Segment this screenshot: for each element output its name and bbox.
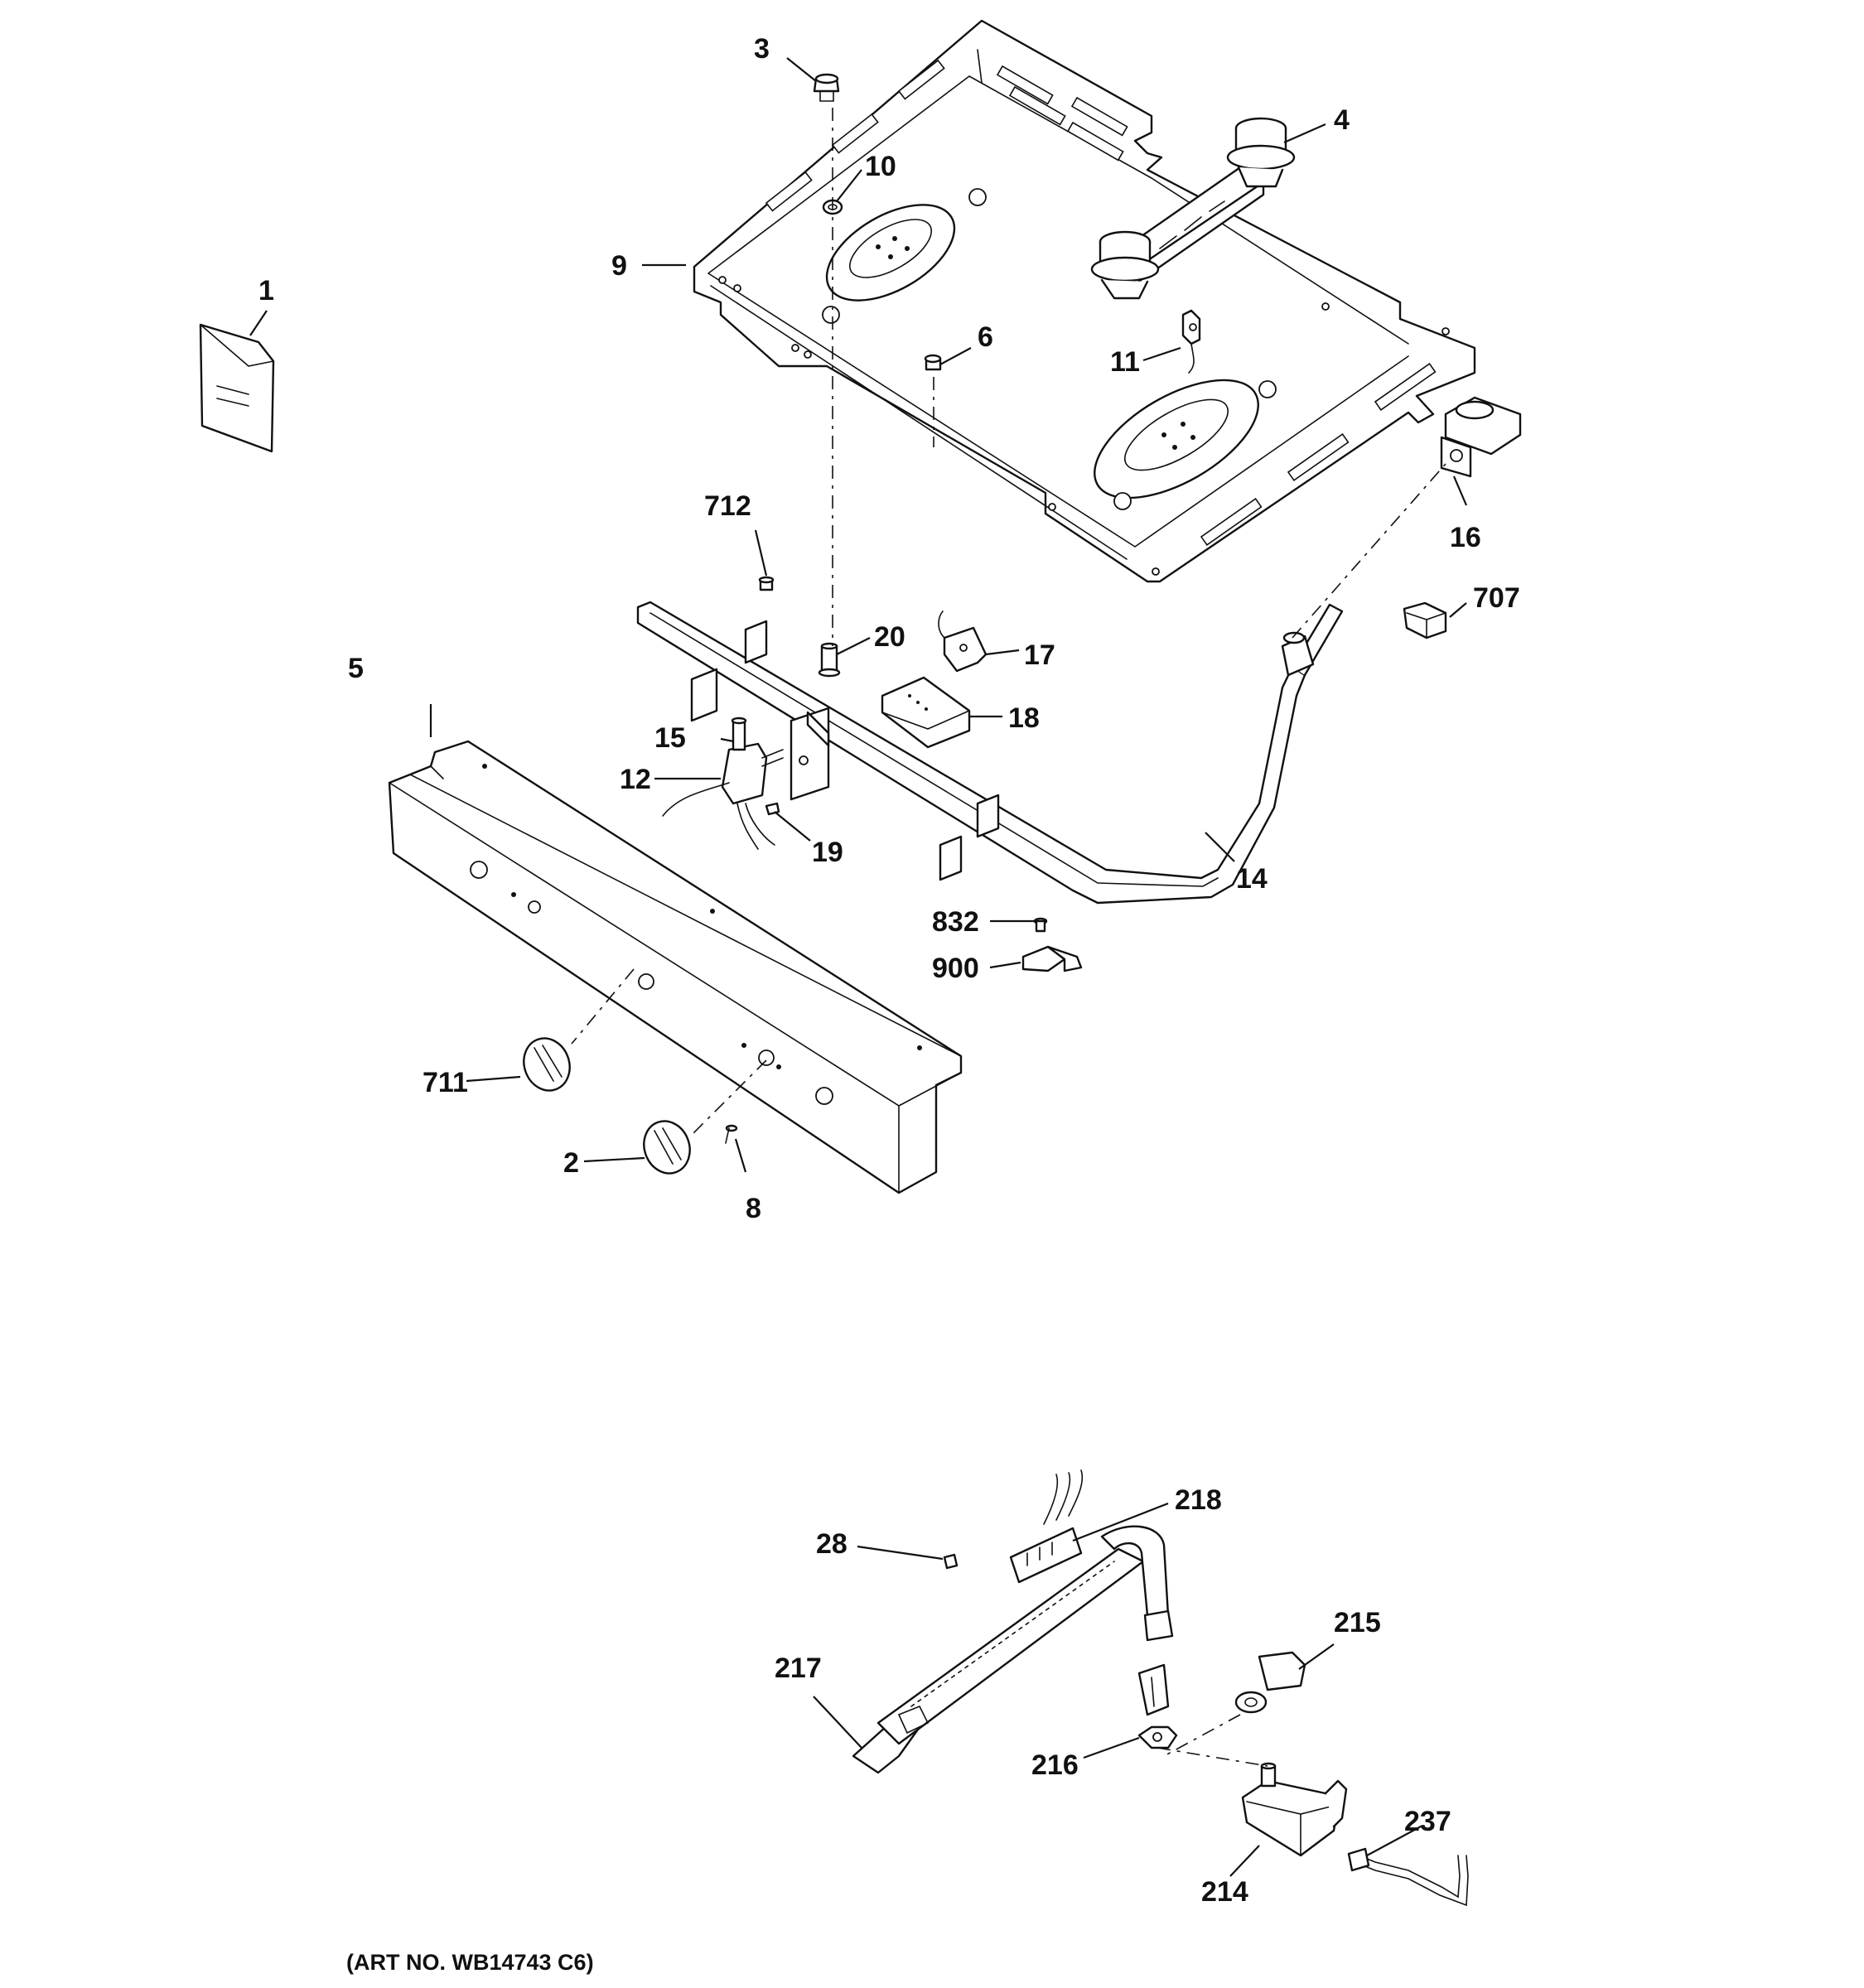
spark-module-17 — [938, 610, 988, 673]
callout-832: 832 — [932, 906, 979, 938]
control-panel — [388, 740, 963, 1194]
callout-19: 19 — [812, 837, 843, 868]
callout-8: 8 — [746, 1193, 761, 1224]
knob-2 — [643, 1120, 691, 1175]
callout-10: 10 — [865, 151, 896, 182]
part-707 — [1403, 601, 1447, 639]
burner-box-pan — [693, 19, 1476, 583]
screw-712 — [758, 576, 775, 591]
callout-1: 1 — [258, 275, 274, 306]
callout-214: 214 — [1201, 1876, 1248, 1908]
callout-5: 5 — [348, 653, 364, 684]
callout-707: 707 — [1473, 582, 1520, 614]
valve-bracket — [790, 707, 830, 801]
terminal-block-218 — [1009, 1469, 1084, 1584]
callout-9: 9 — [611, 250, 627, 282]
callout-12: 12 — [620, 764, 651, 795]
screw-8 — [725, 1124, 738, 1144]
safety-valve-214 — [1241, 1762, 1348, 1857]
oven-burner-tube — [852, 1525, 1174, 1774]
spark-module-18 — [881, 676, 971, 749]
callout-711: 711 — [423, 1067, 468, 1098]
electrode-bracket — [1181, 309, 1201, 374]
burner-valves — [1090, 117, 1296, 300]
clip-28 — [943, 1553, 959, 1570]
fitting-20 — [818, 642, 841, 678]
screw-832 — [1033, 917, 1048, 933]
callout-3: 3 — [754, 33, 770, 65]
callout-216: 216 — [1031, 1749, 1079, 1781]
callout-2: 2 — [563, 1147, 579, 1179]
orifice-216 — [1137, 1663, 1178, 1749]
callout-14: 14 — [1236, 863, 1268, 895]
callout-15: 15 — [654, 722, 686, 754]
art-number-caption: (ART NO. WB14743 C6) — [346, 1950, 594, 1975]
callout-237: 237 — [1404, 1806, 1451, 1837]
knob-711 — [523, 1037, 571, 1092]
callout-28: 28 — [816, 1528, 847, 1560]
callout-18: 18 — [1008, 702, 1040, 734]
callout-215: 215 — [1334, 1607, 1381, 1638]
callout-16: 16 — [1450, 522, 1481, 553]
ignition-switch — [662, 717, 784, 850]
callout-218: 218 — [1175, 1484, 1222, 1516]
callout-712: 712 — [704, 490, 751, 522]
callout-20: 20 — [874, 621, 905, 653]
bracket-215 — [1234, 1651, 1306, 1714]
callout-900: 900 — [932, 953, 979, 984]
pressure-regulator — [1440, 396, 1522, 478]
callout-11: 11 — [1110, 346, 1140, 378]
callout-217: 217 — [775, 1653, 822, 1684]
manifold-pipe — [636, 601, 1344, 905]
callout-17: 17 — [1024, 639, 1055, 671]
callout-6: 6 — [978, 321, 993, 353]
bracket-900 — [1021, 945, 1083, 972]
literature-envelope — [199, 323, 275, 453]
capillary-tube-237 — [1347, 1847, 1469, 1907]
callout-4: 4 — [1334, 104, 1350, 136]
screw-6 — [924, 354, 942, 371]
screw-3 — [813, 73, 840, 102]
